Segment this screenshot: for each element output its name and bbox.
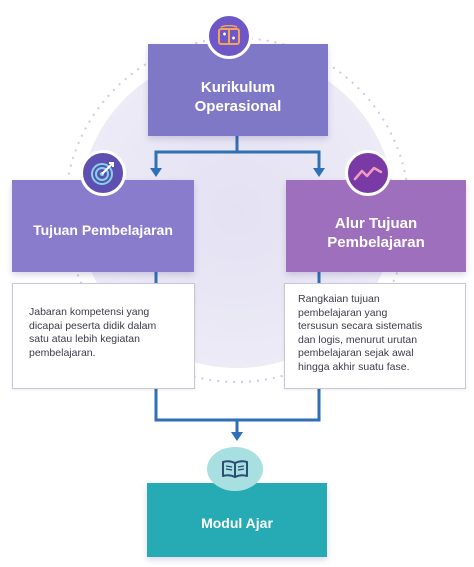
alur-label-line2: Pembelajaran — [327, 234, 425, 251]
desc-alur-line: pembelajaran sejak awal — [298, 347, 414, 359]
modul-label: Modul Ajar — [201, 515, 273, 531]
desc-alur-line: tersusun secara sistematis — [298, 320, 423, 332]
desc-tujuan-line: dicapai peserta didik dalam — [29, 319, 157, 332]
desc-alur-line: Rangkaian tujuan — [298, 293, 380, 305]
node-modul-ajar: Modul Ajar — [147, 483, 327, 557]
desc-tujuan-line: satu atau lebih kegiatan — [29, 333, 140, 345]
desc-tujuan-line: Jabaran kompetensi yang — [29, 306, 150, 318]
tujuan-label: Tujuan Pembelajaran — [33, 222, 173, 238]
connector-bottom-arrow — [231, 432, 243, 441]
description-tujuan-pembelajaran: Jabaran kompetensi yang dicapai peserta … — [12, 283, 195, 389]
desc-alur-line: hingga akhir suatu fase. — [298, 360, 410, 373]
connector-top-arrows — [150, 168, 325, 177]
desc-alur-line: dan logis, menurut urutan — [298, 333, 418, 346]
description-alur-tujuan-pembelajaran: Rangkaian tujuan pembelajaran yang tersu… — [284, 283, 466, 389]
kurikulum-label-line1: Kurikulum — [200, 79, 276, 96]
target-icon — [80, 150, 126, 196]
node-kurikulum-operasional: Kurikulum Operasional — [148, 44, 328, 136]
desc-alur-line: pembelajaran yang — [298, 306, 388, 319]
book-icon — [207, 447, 263, 491]
desc-tujuan-line: pembelajaran. — [29, 346, 96, 359]
trend-chart-icon — [345, 150, 391, 196]
node-alur-tujuan-pembelajaran: Alur Tujuan Pembelajaran — [286, 180, 466, 272]
alur-label-line1: Alur Tujuan — [334, 215, 418, 232]
curriculum-icon — [206, 13, 252, 59]
kurikulum-label-line2: Operasional — [194, 98, 282, 115]
